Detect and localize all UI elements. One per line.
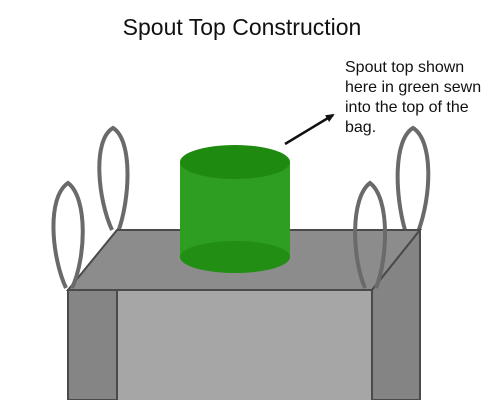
- bag-left-side: [67, 289, 118, 400]
- bag-right-side: [371, 227, 421, 400]
- lifting-loop-front-left: [51, 180, 85, 289]
- annotation-line: bag.: [345, 119, 377, 136]
- lifting-loop-back-right: [395, 125, 431, 233]
- spout-opening: [180, 145, 290, 179]
- lifting-loop-front-right: [353, 180, 388, 289]
- annotation-line: Spout top shown: [345, 59, 465, 76]
- spout-top: [180, 145, 290, 273]
- lifting-loop-back-left: [97, 125, 130, 233]
- arrow-up-right-icon: [284, 113, 335, 146]
- spout-annotation: Spout top shown here in green sewn into …: [345, 58, 495, 138]
- annotation-line: here in green sewn: [345, 79, 482, 96]
- spout-seam: [180, 241, 290, 273]
- bag-front-panel: [116, 289, 373, 400]
- diagram-title: Spout Top Construction: [122, 14, 362, 40]
- annotation-line: into the top of the: [345, 99, 469, 116]
